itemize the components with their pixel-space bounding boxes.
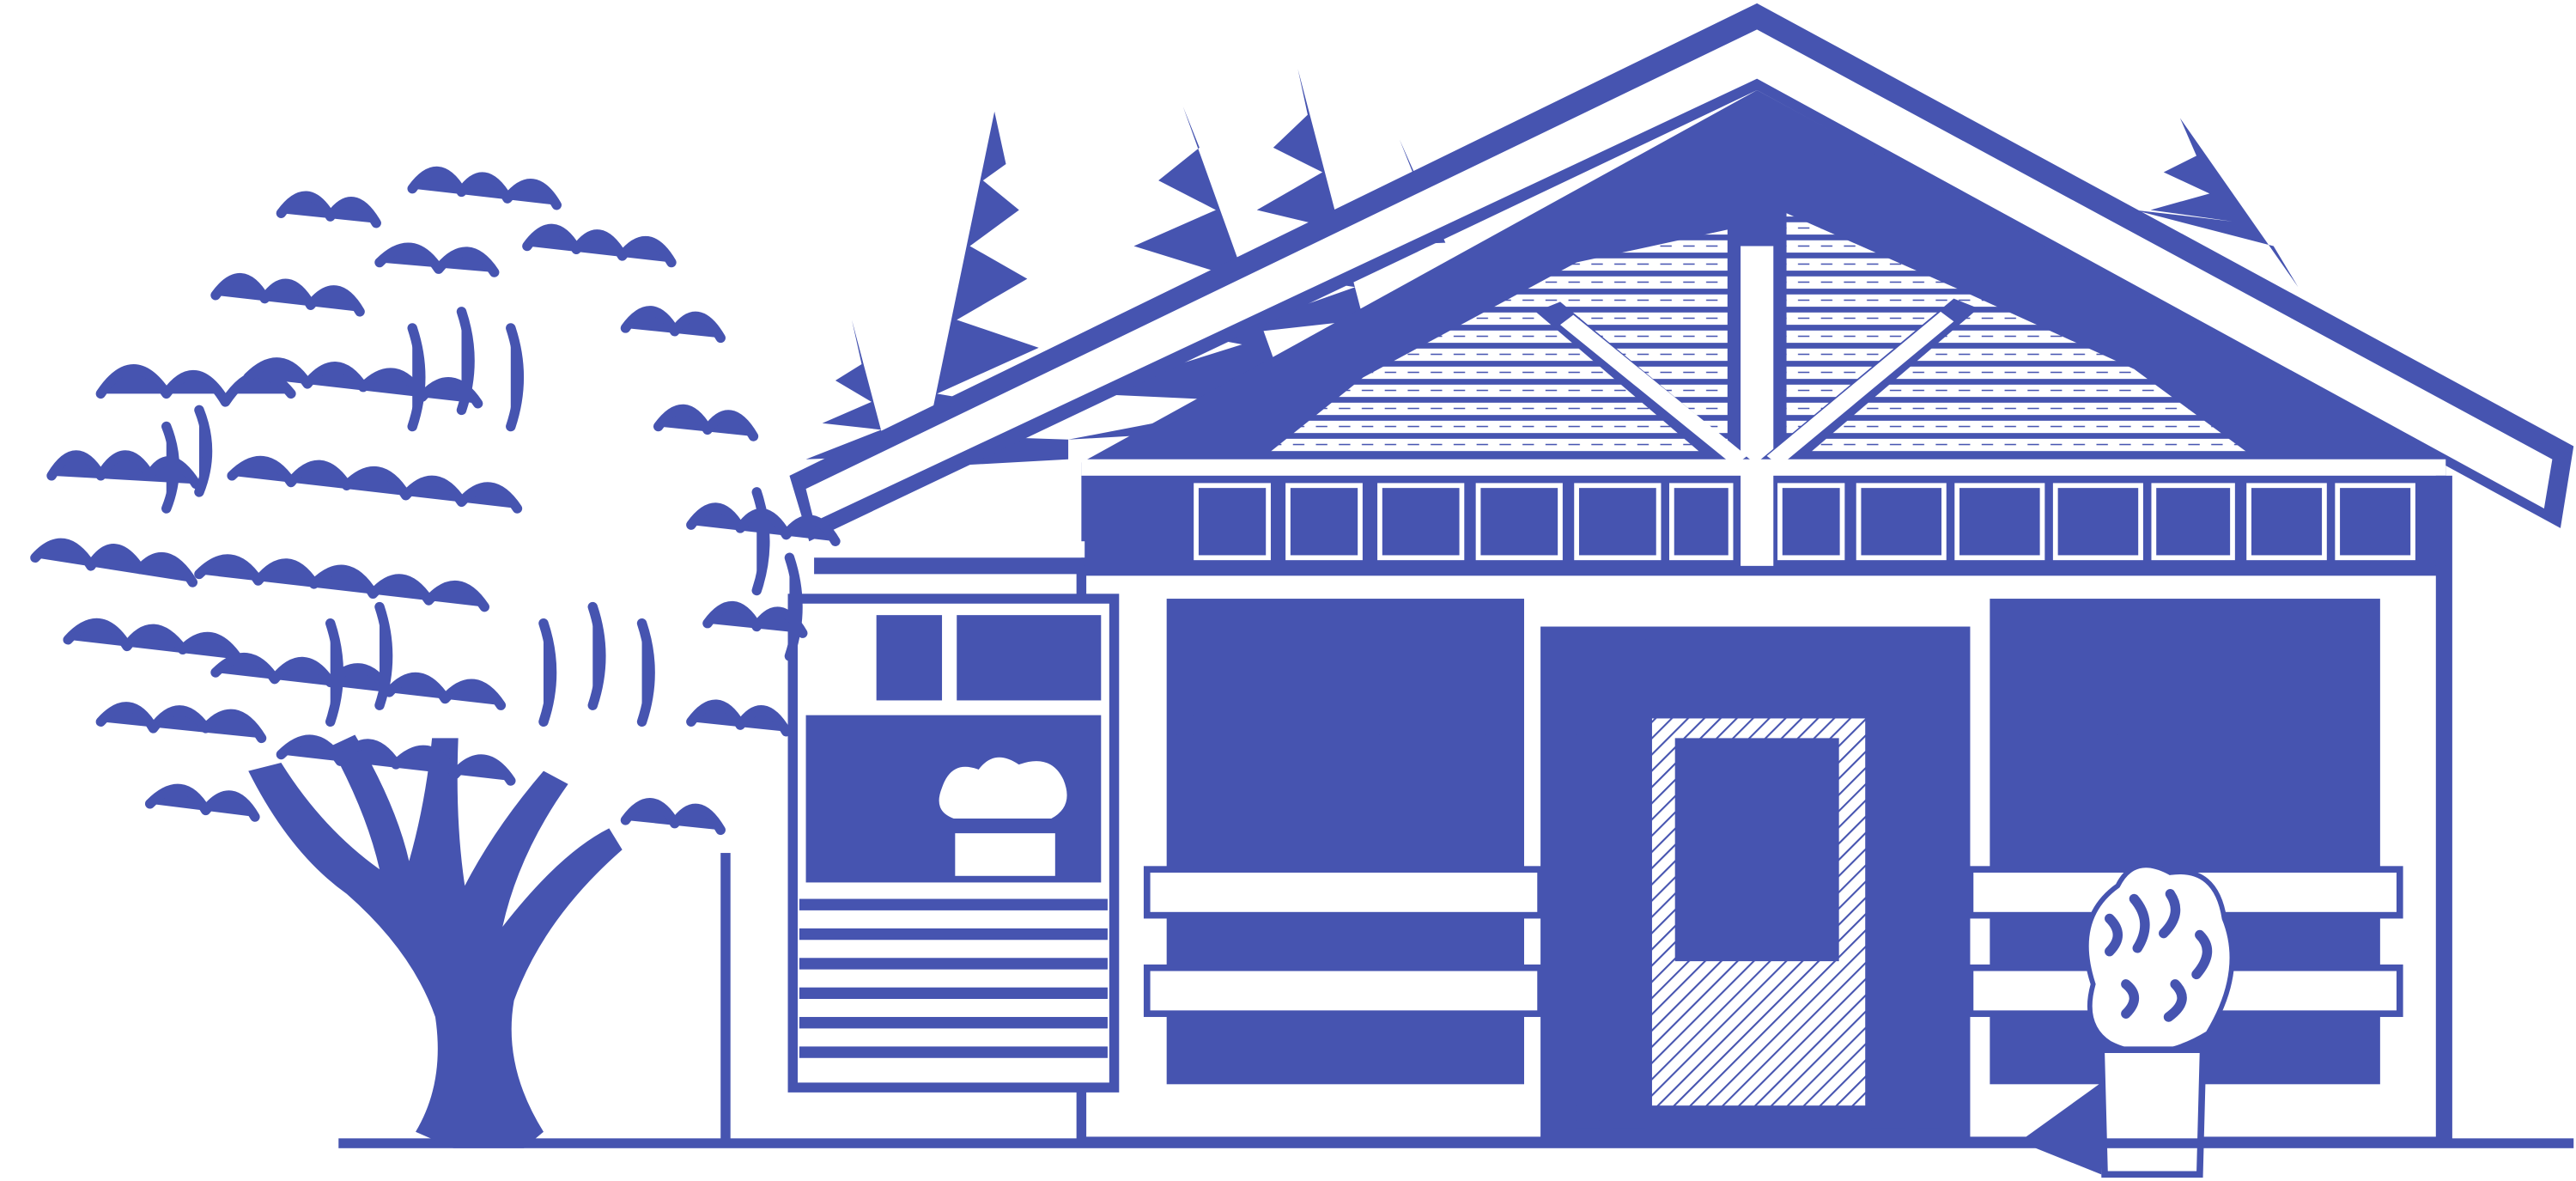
gable-brace bbox=[1766, 311, 1954, 466]
window-left-box bbox=[1143, 964, 1544, 1018]
eave-band bbox=[1081, 459, 2446, 476]
porch-planter bbox=[955, 833, 1055, 876]
ground-line bbox=[338, 1138, 2574, 1148]
porch-plant-foliage bbox=[935, 753, 1071, 822]
gable-brace bbox=[1741, 246, 1774, 571]
tree-trunk bbox=[248, 734, 623, 1148]
porch-siding bbox=[799, 898, 1108, 1058]
house bbox=[720, 3, 2574, 1147]
porch-window-top-left bbox=[876, 615, 943, 701]
roof-white-band bbox=[805, 29, 2553, 522]
frieze-vents bbox=[1194, 483, 2415, 561]
gable-brace bbox=[1560, 314, 1747, 466]
door-window bbox=[1674, 738, 1839, 962]
eave-band bbox=[814, 541, 1085, 558]
front-steps bbox=[1552, 1111, 1962, 1137]
porch-window-top-right bbox=[957, 615, 1102, 701]
plant-foliage bbox=[2083, 862, 2235, 1056]
planter bbox=[2098, 1046, 2207, 1178]
porch-post bbox=[720, 853, 731, 1142]
window-left-sill bbox=[1143, 866, 1544, 919]
tree-foliage bbox=[30, 166, 841, 836]
evergreen-tree bbox=[1068, 107, 1298, 440]
right-wall-edge bbox=[2435, 475, 2452, 1142]
ink-layer bbox=[30, 3, 2574, 1178]
gable-shingles-right bbox=[1786, 213, 2252, 456]
gable-shingles-left bbox=[1265, 229, 1728, 456]
planter-shadow bbox=[2019, 1082, 2102, 1175]
plant-foliage-detail bbox=[2105, 889, 2213, 1022]
porch-beams bbox=[814, 557, 1085, 575]
door-transom-lights bbox=[1662, 649, 1856, 696]
deciduous-tree bbox=[30, 166, 841, 1148]
evergreen-tree bbox=[805, 320, 889, 460]
evergreen-tree bbox=[920, 111, 1069, 468]
evergreen-tree bbox=[2134, 118, 2299, 288]
